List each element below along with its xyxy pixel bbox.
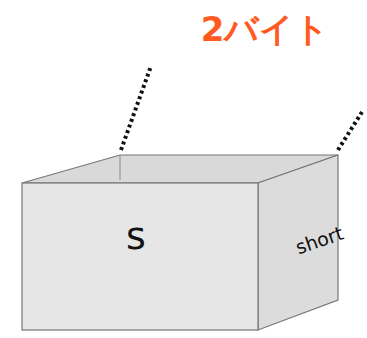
size-label: 2バイト xyxy=(201,7,330,53)
box-front-face xyxy=(22,183,258,330)
front-letter: s xyxy=(126,214,146,258)
box-node: sshort xyxy=(22,155,338,330)
leader-line xyxy=(338,112,362,150)
inner-edge xyxy=(120,155,121,180)
leader-line xyxy=(121,66,151,150)
type-name: short xyxy=(292,222,345,259)
